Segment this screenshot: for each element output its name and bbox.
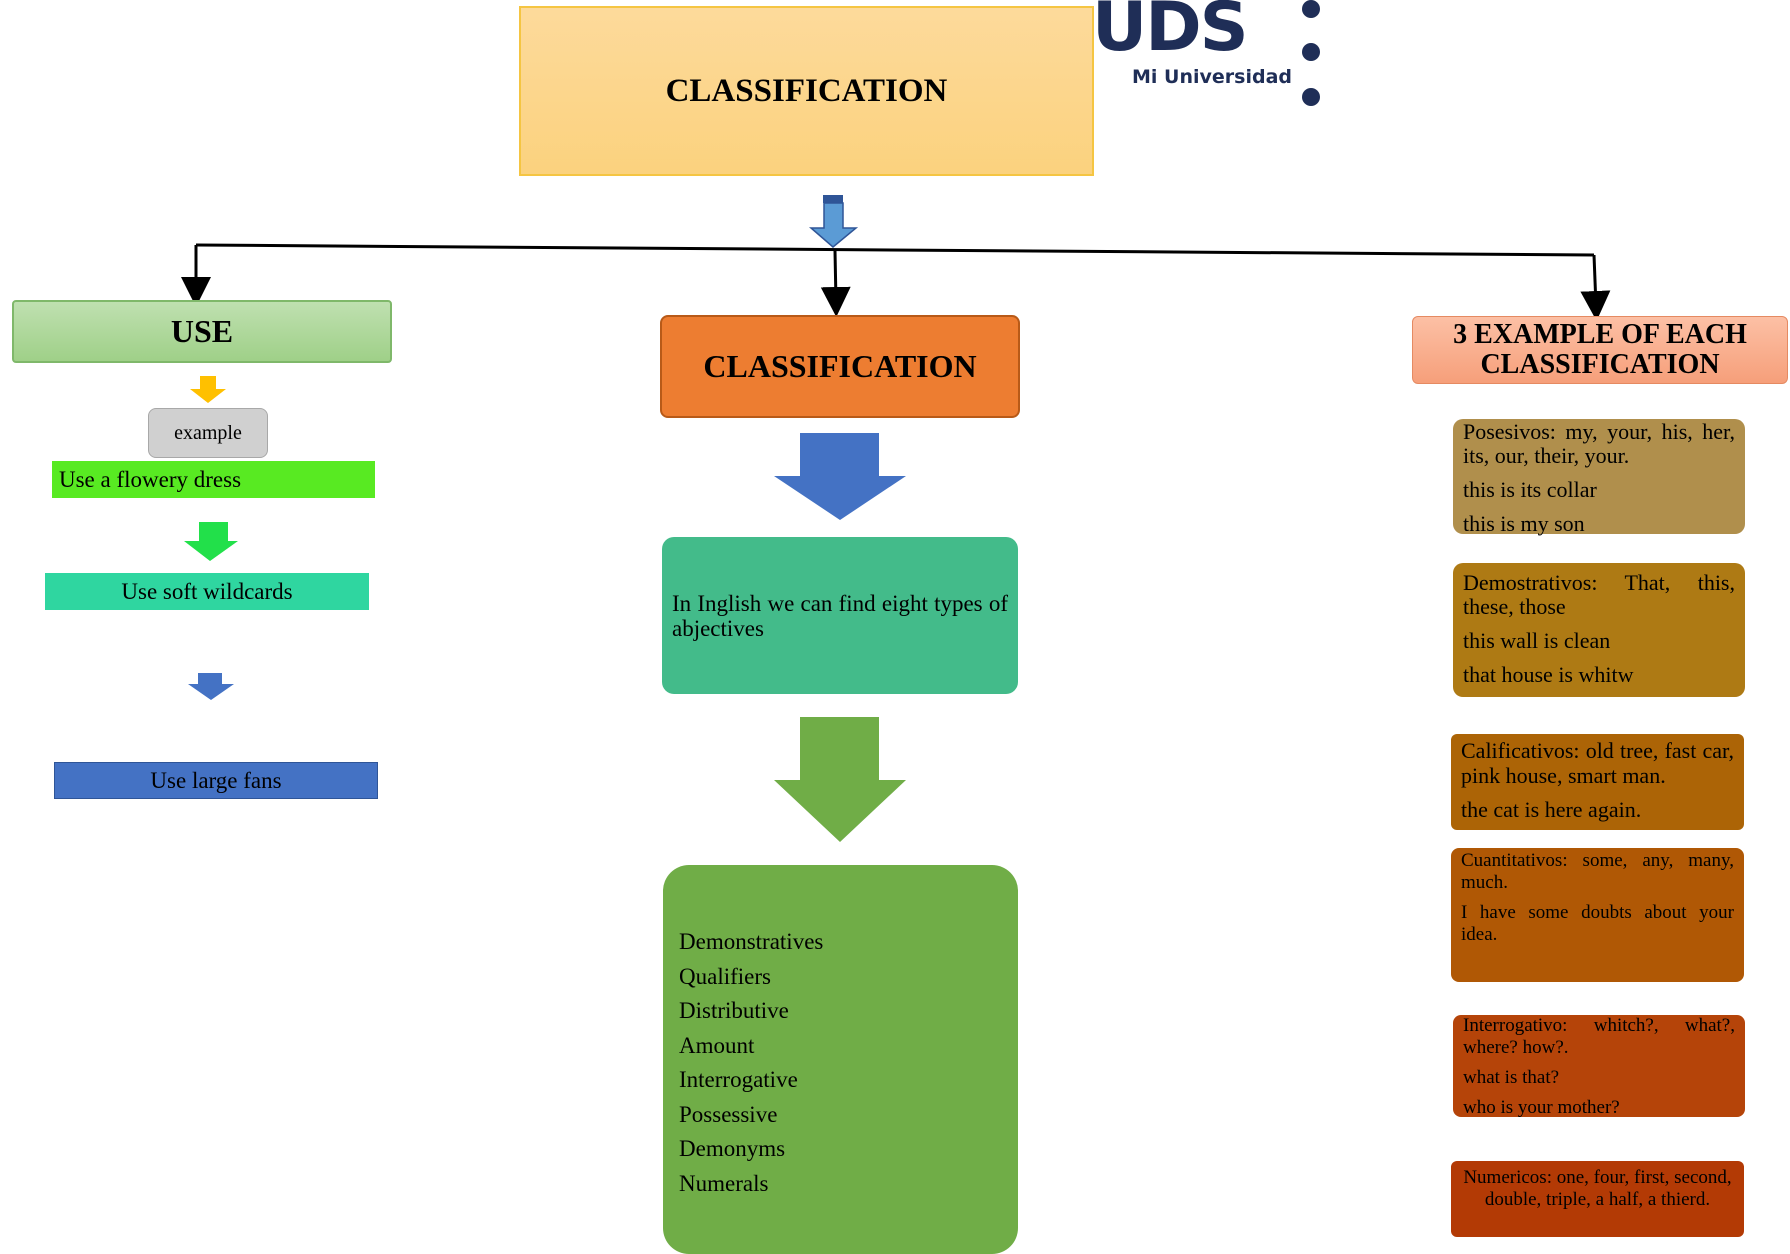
type-item: Interrogative [679,1067,798,1092]
example-line: the cat is here again. [1461,797,1642,822]
green-arrow-small [184,522,238,561]
title-box: CLASSIFICATION [519,6,1094,176]
blue-arrow-large [774,433,906,520]
example-line: this is its collar [1463,477,1597,502]
examples-header-line: CLASSIFICATION [1480,349,1720,380]
type-item: Distributive [679,998,789,1023]
example-line: this wall is clean [1463,628,1611,653]
example-box-cuantitativos: Cuantitativos: some, any, many, much. I … [1451,848,1744,982]
green-arrow-large [774,717,906,842]
classification-header-text: CLASSIFICATION [703,348,977,384]
example-title: Cuantitativos: some, any, many, much. [1461,850,1734,893]
example-box-posesivos: Posesivos: my, your, his, her, its, our,… [1453,419,1745,536]
type-item: Amount [679,1032,755,1058]
uds-logo: UDS Mi Universidad [1092,0,1332,110]
example-title: Posesivos: my, your, his, her, its, our,… [1463,419,1735,468]
use-item-text: Use large fans [150,767,282,793]
logo-dot [1302,0,1320,18]
use-item-soft-wildcards: Use soft wildcards [45,573,369,610]
example-line: that house is whitw [1463,662,1634,687]
example-title: Interrogativo: whitch?, what?, where? ho… [1463,1015,1735,1058]
blue-arrow-small [188,673,234,700]
use-item-flowery-dress: Use a flowery dress [52,461,375,498]
examples-header: 3 EXAMPLE OF EACH CLASSIFICATION [1412,316,1788,384]
orange-arrow-small [190,376,226,403]
example-title: Numericos: one, four, first, second, dou… [1463,1167,1732,1210]
type-item: Numerals [679,1170,769,1196]
logo-brand: UDS [1092,0,1249,67]
use-item-large-fans: Use large fans [54,762,378,799]
use-item-text: Use soft wildcards [121,578,293,604]
use-item-text: Use a flowery dress [59,466,242,492]
example-box-numericos: Numericos: one, four, first, second, dou… [1451,1161,1744,1237]
example-label: example [174,421,242,444]
example-line: I have some doubts about your idea. [1461,902,1734,945]
adjective-types-box: Demonstratives Qualifiers Distributive A… [663,865,1018,1254]
classification-header: CLASSIFICATION [660,315,1020,418]
example-line: who is your mother? [1463,1097,1620,1118]
examples-header-line: 3 EXAMPLE OF EACH [1453,319,1747,350]
logo-dot [1302,43,1320,61]
logo-tagline: Mi Universidad [1132,66,1292,88]
example-title: Calificativos: old tree, fast car, pink … [1461,738,1734,788]
connector-horizontal [195,243,1595,257]
title-text: CLASSIFICATION [665,72,948,109]
type-item: Possessive [679,1101,778,1127]
intro-box: In Inglish we can find eight types of ab… [662,537,1018,694]
example-line: what is that? [1463,1067,1560,1088]
type-item: Demonstratives [679,929,824,954]
example-box-interrogativo: Interrogativo: whitch?, what?, where? ho… [1453,1015,1745,1118]
logo-dot [1302,88,1320,106]
example-title: Demostrativos: That, this, these, those [1463,570,1735,619]
example-line: this is my son [1463,511,1585,536]
example-label-box: example [148,408,268,458]
example-box-demostrativos: Demostrativos: That, this, these, those … [1453,563,1745,697]
example-box-calificativos: Calificativos: old tree, fast car, pink … [1451,734,1744,830]
intro-text: In Inglish we can find eight types of ab… [672,590,1008,641]
use-header-text: USE [170,313,234,349]
connector-to-classification [820,250,851,317]
title-down-arrow [808,195,859,248]
type-item: Demonyms [679,1136,786,1161]
use-header: USE [12,300,392,363]
type-item: Qualifiers [679,963,771,989]
connector-to-examples [1580,254,1611,321]
